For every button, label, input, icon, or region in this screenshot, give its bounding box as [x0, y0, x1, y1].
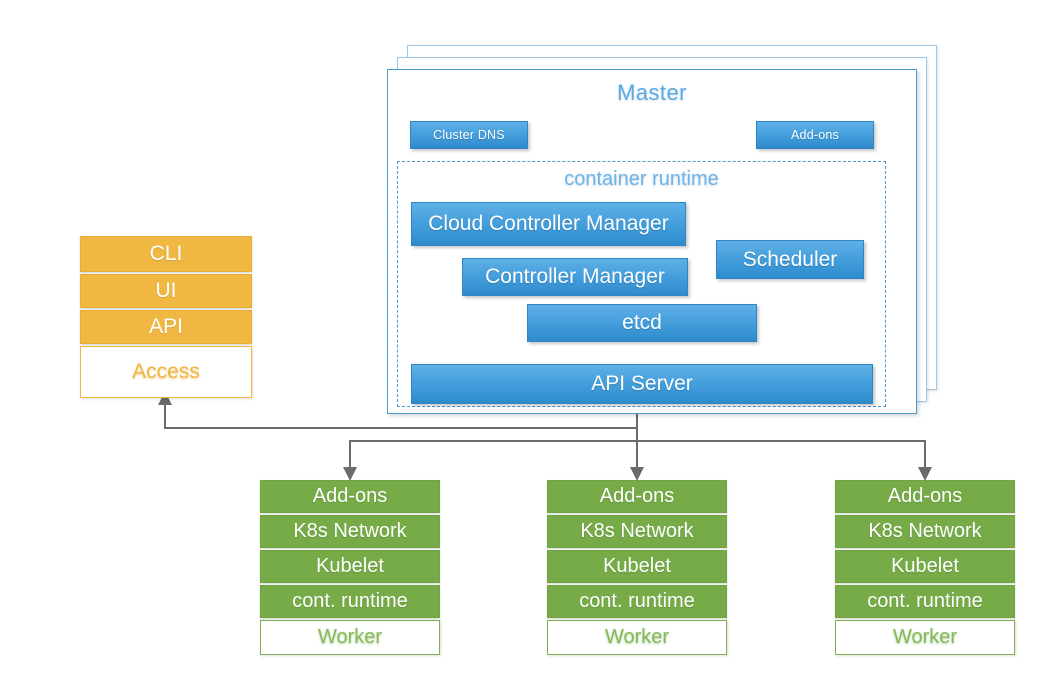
worker-3-footer[interactable]: Worker — [835, 620, 1015, 655]
connector-bus-to-worker-3 — [637, 440, 932, 481]
access-item-cli-label: CLI — [149, 242, 183, 265]
connector-bus-to-worker-1 — [343, 440, 637, 481]
cluster-dns-label: Cluster DNS — [433, 128, 505, 142]
worker-2-footer[interactable]: Worker — [547, 620, 727, 655]
worker-2-layer-network[interactable]: K8s Network — [547, 515, 727, 548]
worker-3-layer-addons[interactable]: Add-ons — [835, 480, 1015, 513]
worker-2-layer-network-label: K8s Network — [580, 520, 694, 542]
worker-3-layer-addons-label: Add-ons — [887, 485, 963, 507]
scheduler-label: Scheduler — [742, 247, 838, 271]
worker-node-3: Add-ons K8s Network Kubelet cont. runtim… — [835, 480, 1015, 655]
access-panel: CLI UI API Access — [80, 236, 252, 398]
worker-2-layer-kubelet[interactable]: Kubelet — [547, 550, 727, 583]
worker-2-footer-label: Worker — [604, 626, 670, 648]
worker-1-layer-runtime[interactable]: cont. runtime — [260, 585, 440, 618]
worker-3-layer-runtime-label: cont. runtime — [867, 590, 983, 612]
worker-3-layer-runtime[interactable]: cont. runtime — [835, 585, 1015, 618]
access-item-api[interactable]: API — [80, 310, 252, 344]
access-item-api-label: API — [149, 315, 183, 338]
worker-3-layer-network[interactable]: K8s Network — [835, 515, 1015, 548]
worker-1-layer-network-label: K8s Network — [293, 520, 407, 542]
worker-1-layer-runtime-label: cont. runtime — [292, 590, 408, 612]
api-server-box[interactable]: API Server — [411, 364, 873, 404]
worker-3-layer-kubelet[interactable]: Kubelet — [835, 550, 1015, 583]
worker-3-footer-label: Worker — [892, 626, 958, 648]
worker-1-layer-network[interactable]: K8s Network — [260, 515, 440, 548]
worker-1-layer-addons-label: Add-ons — [312, 485, 388, 507]
container-runtime-title: container runtime — [564, 168, 719, 190]
cloud-controller-manager-label: Cloud Controller Manager — [428, 212, 669, 235]
worker-2-layer-runtime-label: cont. runtime — [579, 590, 695, 612]
worker-2-layer-runtime[interactable]: cont. runtime — [547, 585, 727, 618]
worker-1-layer-addons[interactable]: Add-ons — [260, 480, 440, 513]
worker-node-2: Add-ons K8s Network Kubelet cont. runtim… — [547, 480, 727, 655]
master-title: Master — [617, 80, 687, 105]
master-addons-label: Add-ons — [791, 128, 839, 142]
worker-1-layer-kubelet-label: Kubelet — [316, 555, 384, 577]
worker-1-footer[interactable]: Worker — [260, 620, 440, 655]
etcd-label: etcd — [622, 311, 662, 334]
worker-1-layer-kubelet[interactable]: Kubelet — [260, 550, 440, 583]
access-footer-label: Access — [132, 360, 200, 383]
access-item-ui[interactable]: UI — [80, 274, 252, 308]
access-footer[interactable]: Access — [80, 346, 252, 398]
cluster-dns-box[interactable]: Cluster DNS — [410, 121, 528, 149]
worker-node-1: Add-ons K8s Network Kubelet cont. runtim… — [260, 480, 440, 655]
worker-2-layer-kubelet-label: Kubelet — [603, 555, 671, 577]
access-item-cli[interactable]: CLI — [80, 236, 252, 272]
access-item-ui-label: UI — [155, 279, 177, 302]
worker-1-footer-label: Worker — [317, 626, 383, 648]
controller-manager-label: Controller Manager — [485, 265, 665, 288]
master-addons-box[interactable]: Add-ons — [756, 121, 874, 149]
etcd-box[interactable]: etcd — [527, 304, 757, 342]
controller-manager-box[interactable]: Controller Manager — [462, 258, 688, 296]
api-server-label: API Server — [591, 372, 693, 395]
cloud-controller-manager-box[interactable]: Cloud Controller Manager — [411, 202, 686, 246]
worker-3-layer-kubelet-label: Kubelet — [891, 555, 959, 577]
worker-2-layer-addons[interactable]: Add-ons — [547, 480, 727, 513]
container-runtime-box: container runtime — [397, 161, 886, 407]
scheduler-box[interactable]: Scheduler — [716, 240, 864, 279]
worker-2-layer-addons-label: Add-ons — [599, 485, 675, 507]
worker-3-layer-network-label: K8s Network — [868, 520, 982, 542]
